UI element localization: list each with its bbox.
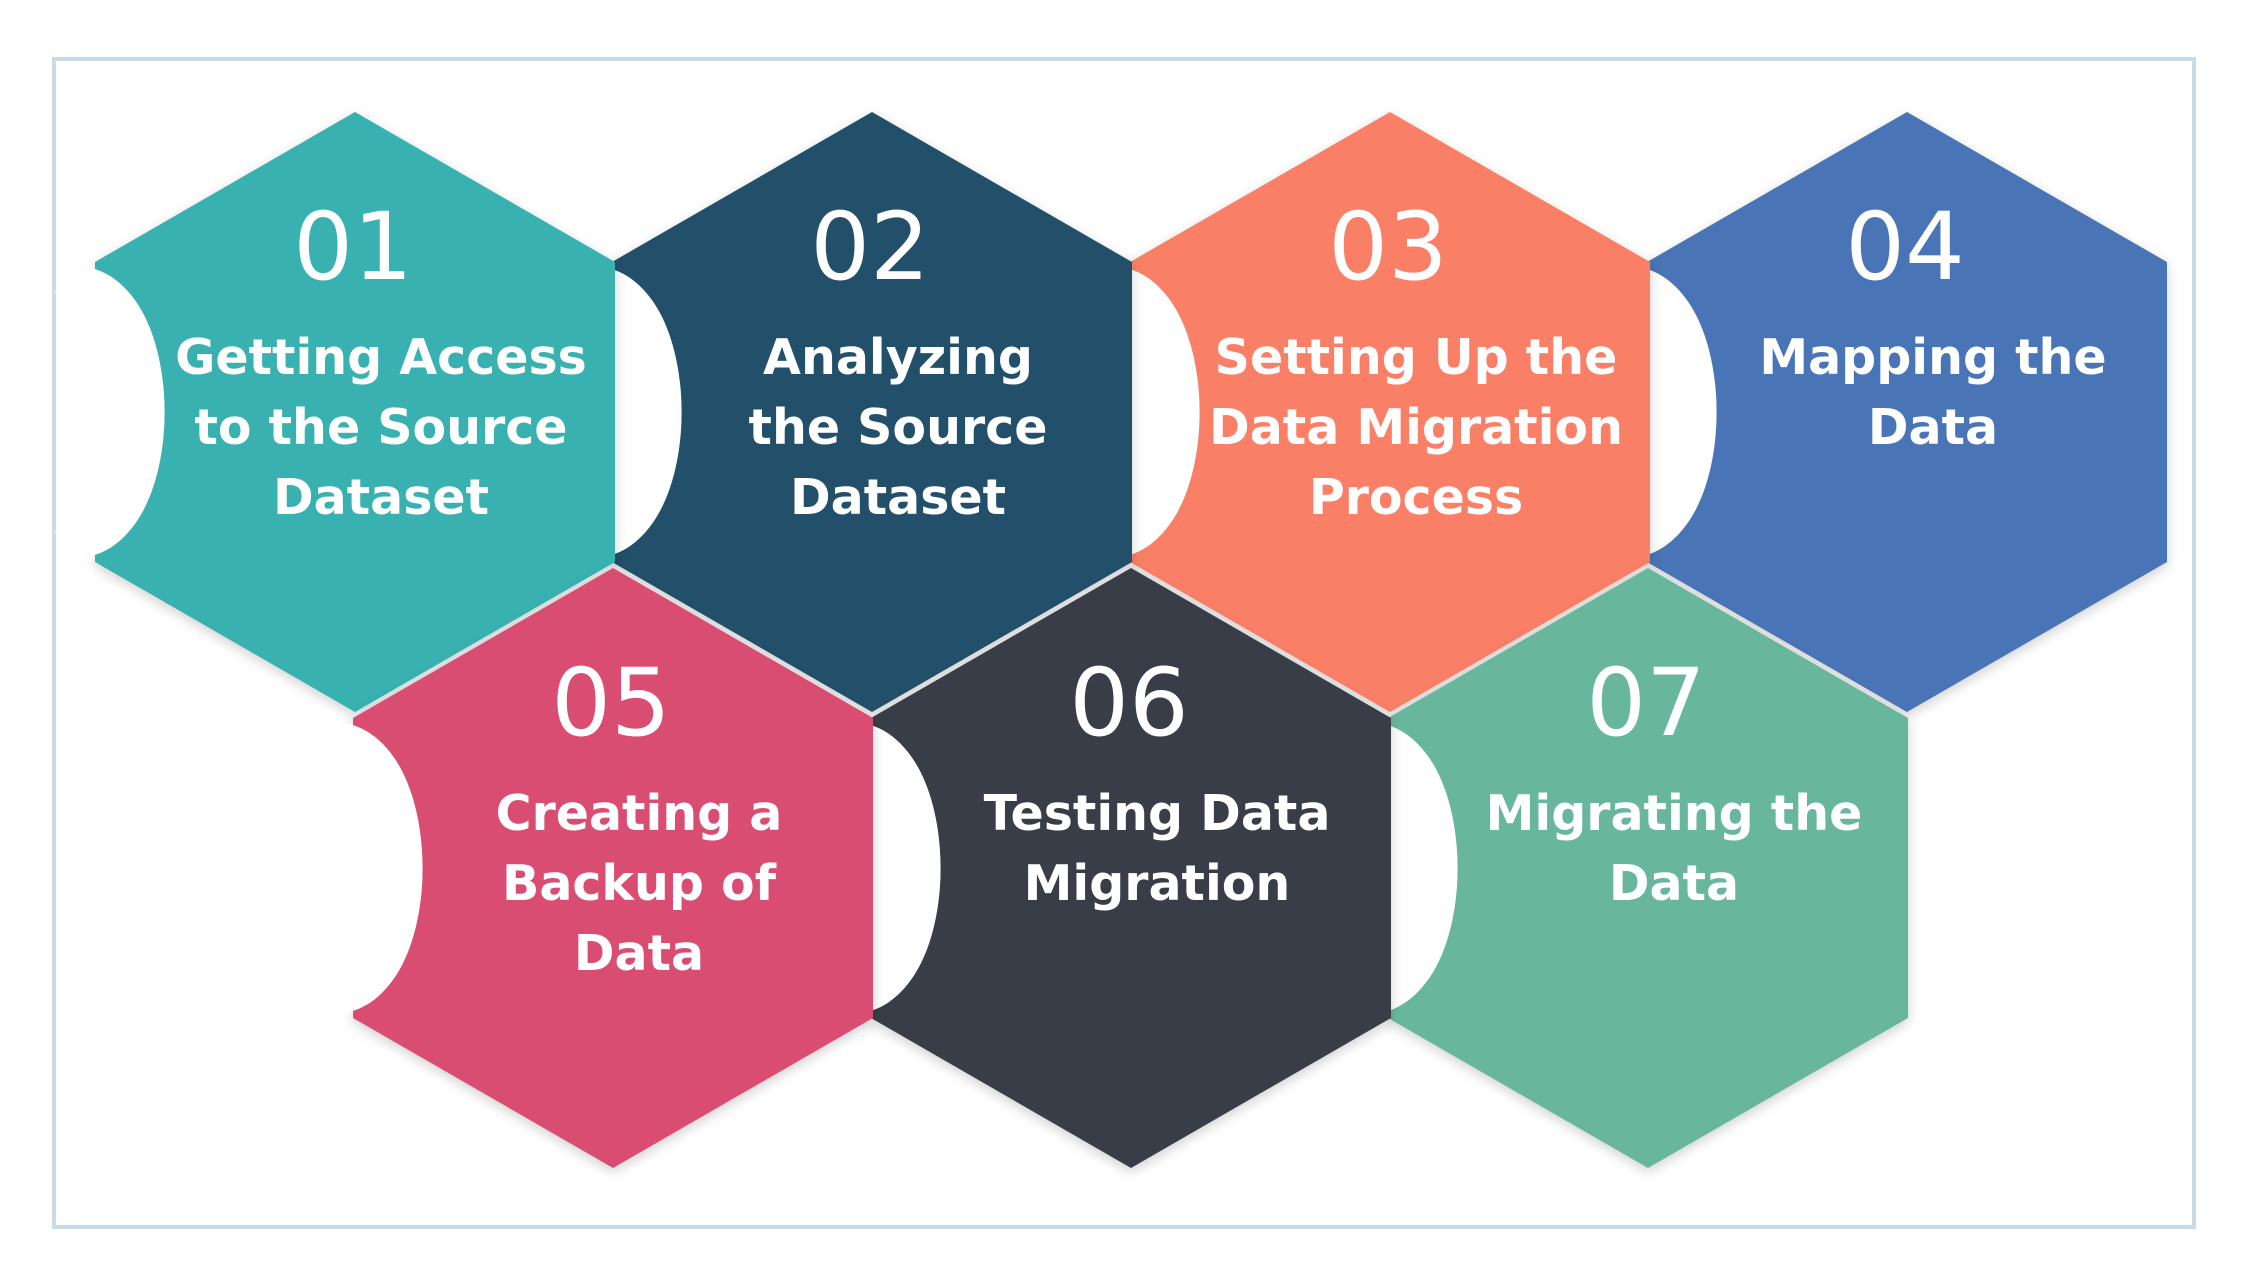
step-label-line: Migration	[1024, 855, 1291, 912]
hexagon-shape	[95, 112, 615, 712]
step-number: 04	[1845, 193, 1965, 302]
step-label-line: the Source	[749, 399, 1048, 456]
hexagon-shape	[353, 568, 873, 1168]
step-label-line: Data	[574, 925, 704, 982]
step-label-line: to the Source	[194, 399, 567, 456]
step-number: 03	[1328, 193, 1448, 302]
step-number: 07	[1586, 649, 1706, 758]
hexagon-shape	[1388, 568, 1908, 1168]
step-label-line: Dataset	[790, 469, 1006, 526]
step-label-line: Analyzing	[763, 329, 1033, 386]
hexagon-notch	[55, 268, 165, 556]
step-label-line: Dataset	[273, 469, 489, 526]
step-number: 02	[810, 193, 930, 302]
step-label-line: Migrating the	[1486, 785, 1863, 842]
step-number: 05	[551, 649, 671, 758]
hexagon-shape	[612, 112, 1132, 712]
step-number: 06	[1069, 649, 1189, 758]
step-label-line: Creating a	[496, 785, 783, 842]
step-label-line: Getting Access	[175, 329, 587, 386]
step-label-line: Process	[1309, 469, 1523, 526]
hexagon-notch	[313, 724, 423, 1012]
step-label-line: Data Migration	[1209, 399, 1623, 456]
step-label-line: Data	[1868, 399, 1998, 456]
step-number: 01	[293, 193, 413, 302]
hexagon-shape	[1130, 112, 1650, 712]
hexagon-shape	[871, 568, 1391, 1168]
hexagon-shape	[1647, 112, 2167, 712]
step-label-line: Setting Up the	[1215, 329, 1618, 386]
step-label-line: Mapping the	[1759, 329, 2106, 386]
step-label-line: Data	[1609, 855, 1739, 912]
step-label-line: Backup of	[502, 855, 777, 912]
diagram-frame	[52, 57, 2196, 1229]
step-label-line: Testing Data	[984, 785, 1331, 842]
